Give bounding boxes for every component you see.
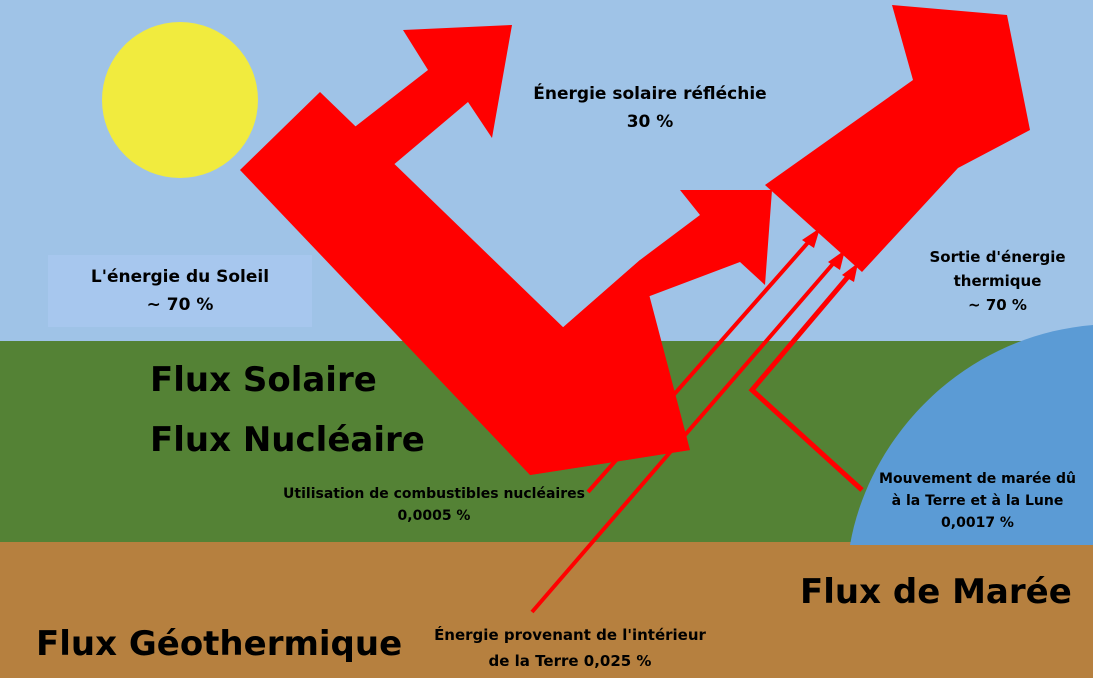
geothermal-arrowhead — [828, 250, 845, 270]
reflected-energy-arrow — [300, 25, 512, 183]
sea-area — [850, 325, 1093, 545]
thermal-output-arrow — [765, 5, 1030, 272]
tidal-arrowhead — [842, 263, 858, 282]
sun-energy-title: L'énergie du Soleil — [90, 267, 270, 287]
tidal-motion-value: 0,0017 % — [941, 515, 1014, 531]
soil-layer — [0, 542, 1093, 678]
thermal-output-label: Sortie d'énergie thermique ~ 70 % — [910, 245, 1085, 317]
nuclear-fuel-value: 0,0005 % — [397, 508, 471, 524]
tidal-flux-label: Flux de Marée — [800, 572, 1072, 612]
thermal-output-line1: Sortie d'énergie — [929, 248, 1066, 266]
geothermal-flux-label: Flux Géothermique — [36, 624, 403, 664]
earth-interior-line1: Énergie provenant de l'intérieur — [434, 626, 706, 644]
sun-icon — [102, 22, 258, 178]
sun-energy-box: L'énergie du Soleil ~ 70 % — [48, 255, 312, 327]
earth-interior-label: Énergie provenant de l'intérieur de la T… — [405, 622, 735, 674]
reflected-energy-value: 30 % — [626, 112, 674, 132]
nuclear-fuel-arrowhead — [802, 228, 820, 248]
tidal-motion-label: Mouvement de marée dû à la Terre et à la… — [870, 468, 1085, 534]
sun-energy-label: L'énergie du Soleil ~ 70 % — [48, 255, 312, 319]
absorbed-energy-arrow-up — [560, 190, 772, 330]
thermal-output-line2: thermique — [953, 272, 1042, 290]
earth-interior-line2: de la Terre 0,025 % — [488, 652, 652, 670]
nuclear-fuel-label: Utilisation de combustibles nucléaires 0… — [260, 483, 608, 527]
thermal-output-value: ~ 70 % — [968, 296, 1027, 314]
tidal-motion-line1: Mouvement de marée dû — [879, 471, 1076, 487]
tidal-arrow-line — [748, 270, 864, 492]
tidal-motion-line2: à la Terre et à la Lune — [891, 493, 1064, 509]
solar-flux-label: Flux Solaire — [150, 360, 377, 400]
reflected-energy-label: Énergie solaire réfléchie 30 % — [500, 80, 800, 136]
reflected-energy-title: Énergie solaire réfléchie — [533, 84, 767, 104]
geothermal-arrow-line — [530, 256, 840, 614]
nuclear-fuel-title: Utilisation de combustibles nucléaires — [283, 486, 585, 502]
nuclear-fuel-arrow-line — [586, 236, 814, 494]
nuclear-flux-label: Flux Nucléaire — [150, 420, 425, 460]
sun-energy-value: ~ 70 % — [146, 295, 214, 315]
